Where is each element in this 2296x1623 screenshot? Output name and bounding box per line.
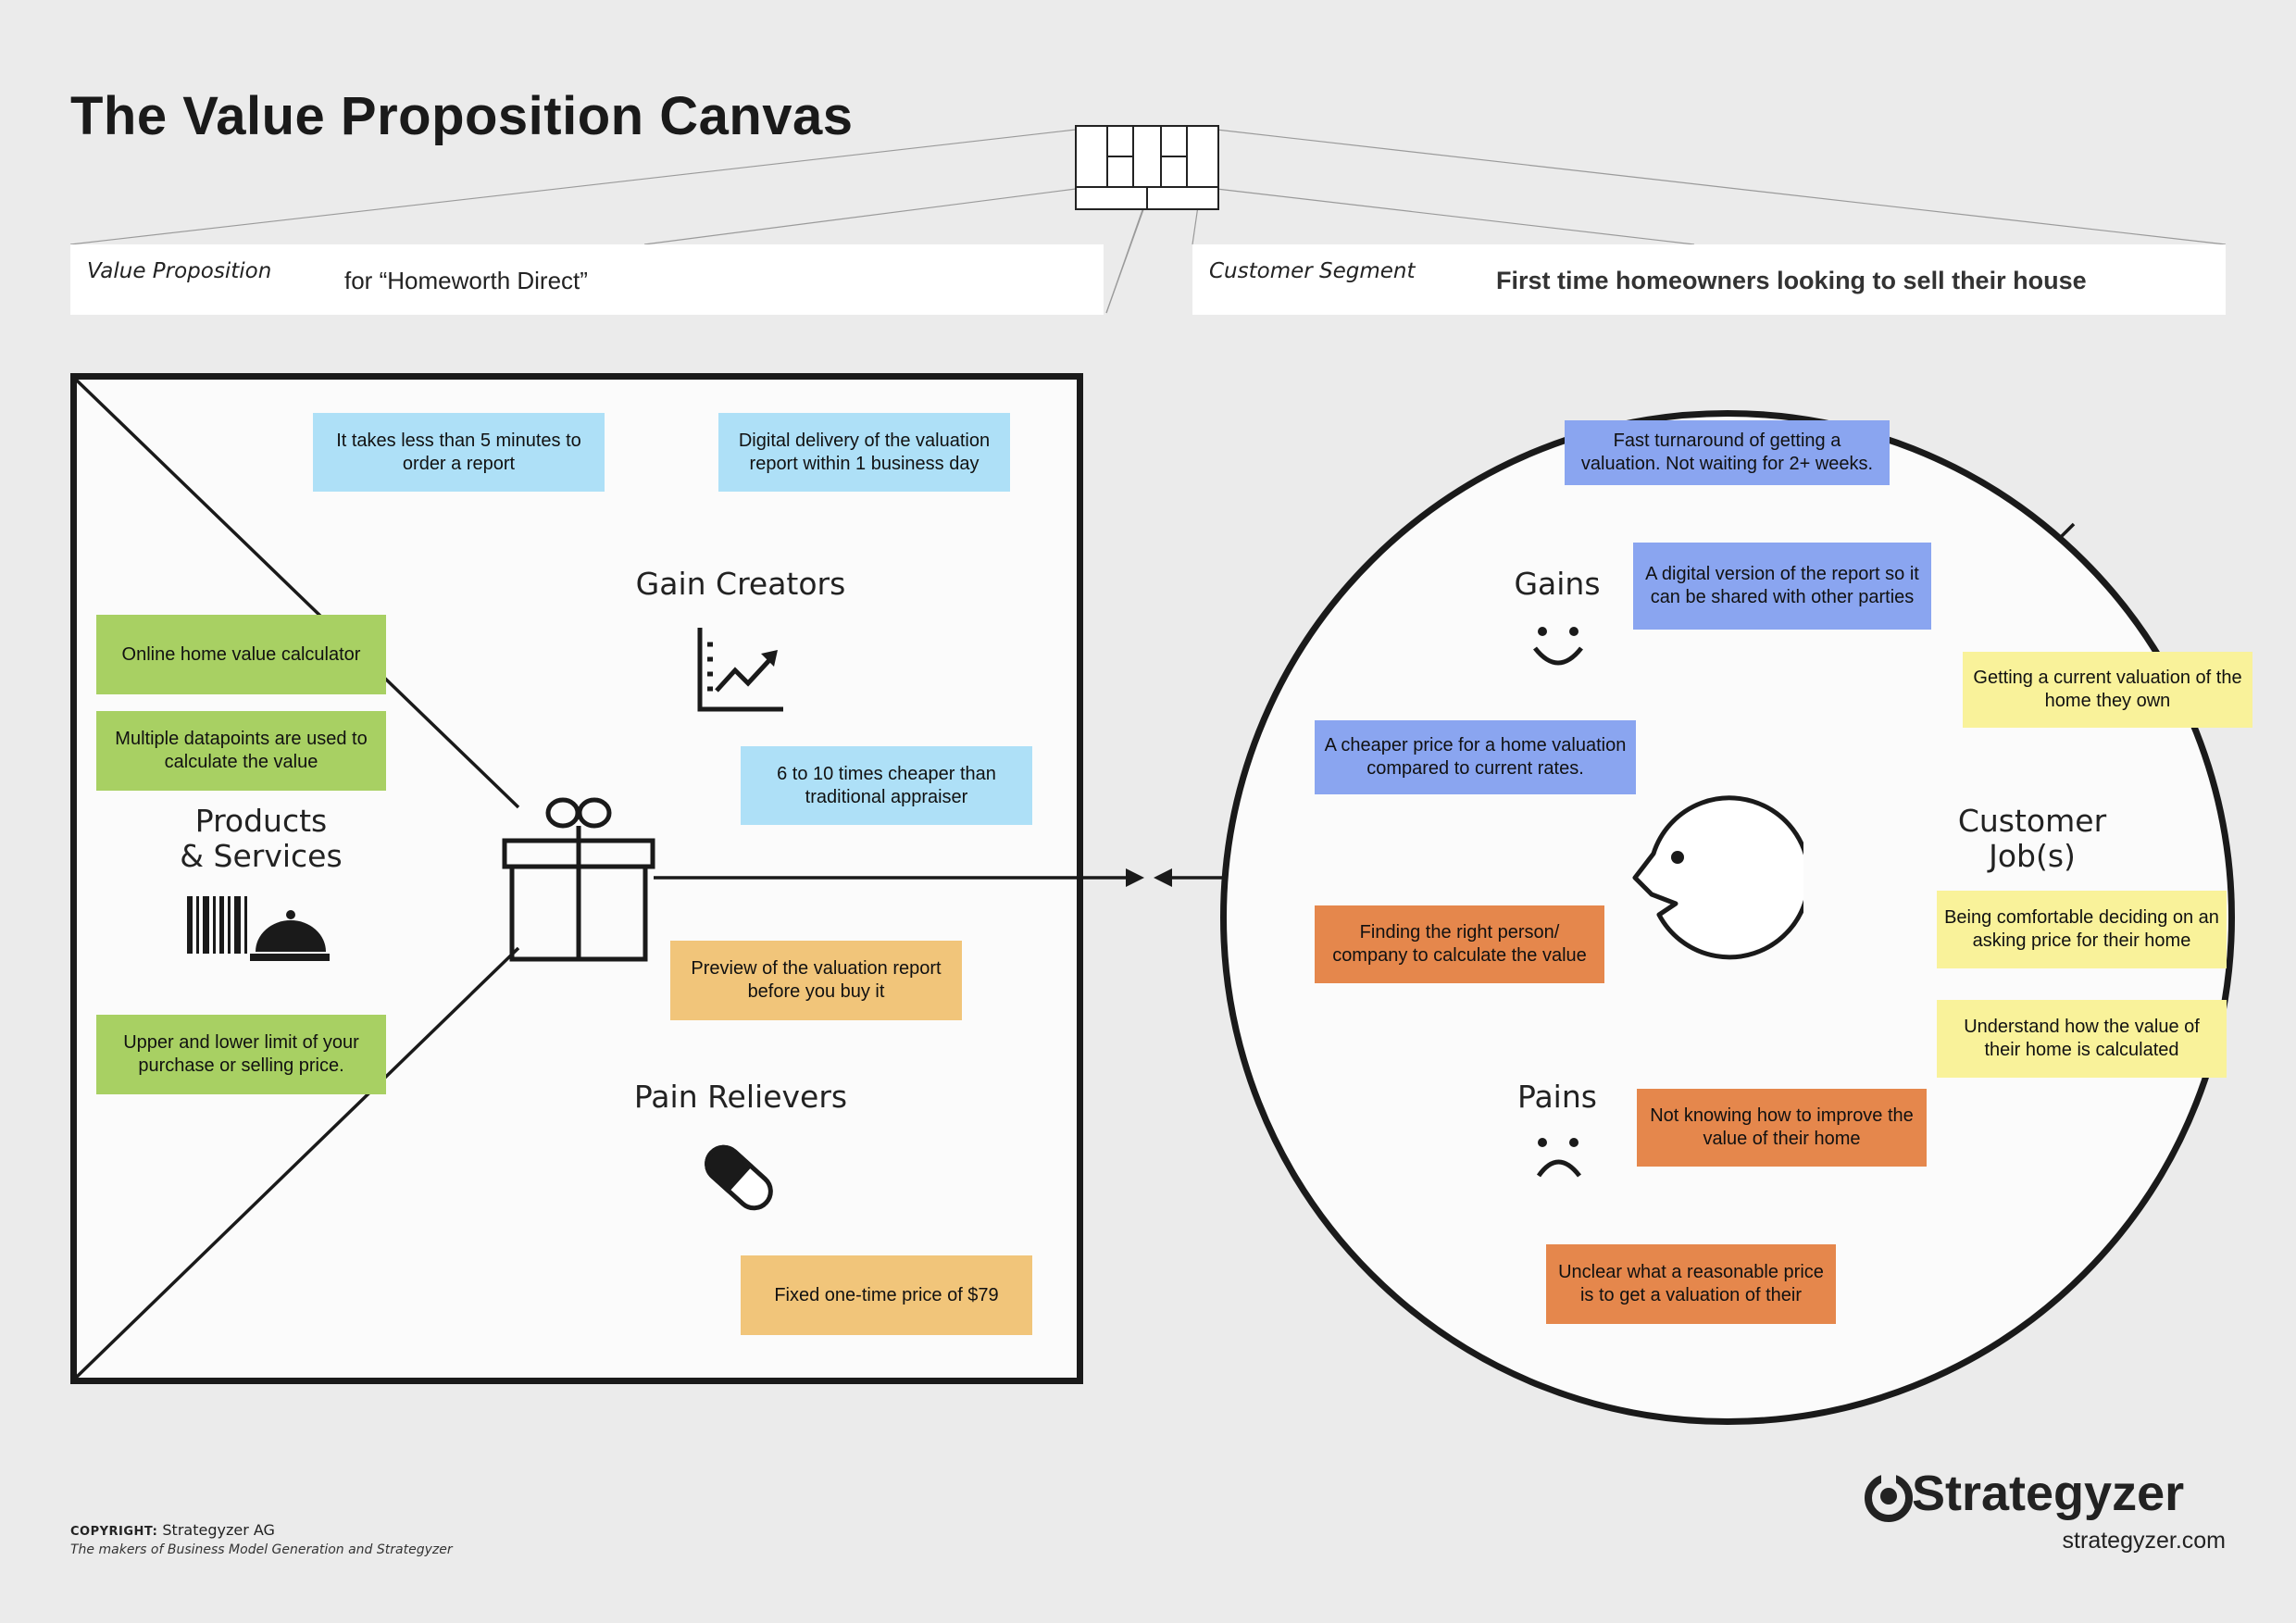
pain-relievers-title: Pain Relievers: [633, 1079, 848, 1115]
gain-creators-title: Gain Creators: [635, 566, 846, 602]
copyright-holder: Strategyzer AG: [162, 1521, 275, 1539]
page-title: The Value Proposition Canvas: [70, 86, 854, 146]
note-gain-creator[interactable]: It takes less than 5 minutes to order a …: [313, 413, 605, 492]
pains-title: Pains: [1517, 1079, 1597, 1115]
frown-icon: [1536, 1138, 1581, 1178]
products-services-icon: [187, 896, 330, 961]
value-proposition-bar: Value Proposition for “Homeworth Direct”: [70, 244, 1104, 315]
strategyzer-logo-icon: [1865, 1474, 1913, 1522]
note-pain[interactable]: Finding the right person/ company to cal…: [1315, 905, 1604, 983]
gains-title: Gains: [1514, 566, 1601, 602]
brand-logo: Strategyzer: [1912, 1466, 2185, 1521]
note-customer-job[interactable]: Understand how the value of their home i…: [1937, 1000, 2227, 1078]
pill-icon: [705, 1144, 773, 1211]
note-gain[interactable]: A cheaper price for a home valuation com…: [1315, 720, 1636, 794]
customer-face-icon: [1632, 795, 1803, 960]
smile-icon: [1533, 627, 1583, 666]
customer-segment-bar: Customer Segment First time homeowners l…: [1192, 244, 2226, 315]
note-pain-reliever[interactable]: Fixed one-time price of $79: [741, 1255, 1032, 1335]
note-pain[interactable]: Not knowing how to improve the value of …: [1637, 1089, 1927, 1167]
copyright: COPYRIGHT: Strategyzer AG: [70, 1521, 275, 1539]
value-proposition-value[interactable]: for “Homeworth Direct”: [344, 267, 588, 294]
products-services-title-line1: Products: [194, 803, 328, 839]
footer-tagline: The makers of Business Model Generation …: [70, 1542, 453, 1557]
copyright-label: COPYRIGHT:: [70, 1525, 158, 1539]
note-gain[interactable]: Fast turnaround of getting a valuation. …: [1565, 420, 1890, 485]
note-gain[interactable]: A digital version of the report so it ca…: [1633, 543, 1931, 630]
note-gain-creator[interactable]: Digital delivery of the valuation report…: [718, 413, 1010, 492]
note-product-service[interactable]: Multiple datapoints are used to calculat…: [96, 711, 386, 791]
customer-segment-label: Customer Segment: [1209, 259, 1416, 283]
mini-canvas-icon: [1075, 125, 1219, 210]
note-product-service[interactable]: Upper and lower limit of your purchase o…: [96, 1015, 386, 1094]
customer-segment-value[interactable]: First time homeowners looking to sell th…: [1496, 267, 2087, 294]
brand-url[interactable]: strategyzer.com: [2062, 1528, 2226, 1554]
chart-up-icon: [697, 628, 783, 712]
value-proposition-label: Value Proposition: [87, 259, 272, 283]
connector-lines: [69, 125, 2227, 314]
note-customer-job[interactable]: Getting a current valuation of the home …: [1963, 652, 2252, 728]
gift-icon: [502, 797, 655, 962]
note-product-service[interactable]: Online home value calculator: [96, 615, 386, 694]
note-customer-job[interactable]: Being comfortable deciding on an asking …: [1937, 891, 2227, 968]
products-services-title-line2: & Services: [180, 838, 343, 874]
note-pain[interactable]: Unclear what a reasonable price is to ge…: [1546, 1244, 1836, 1324]
customer-jobs-title-line2: Job(s): [1989, 838, 2076, 874]
customer-jobs-title-line1: Customer: [1957, 803, 2107, 839]
note-pain-reliever[interactable]: Preview of the valuation report before y…: [670, 941, 962, 1020]
note-gain-creator[interactable]: 6 to 10 times cheaper than traditional a…: [741, 746, 1032, 825]
